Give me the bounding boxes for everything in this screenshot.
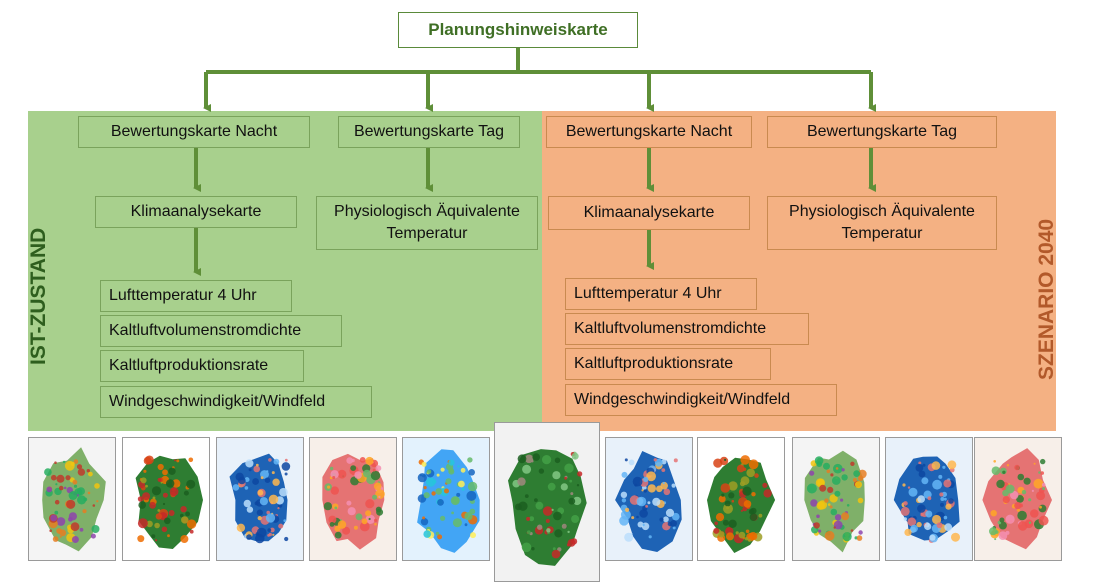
ist-pet-line2: Temperatur: [386, 225, 468, 242]
sz-item-kaltluftproduktionsrate: Kaltluftproduktionsrate: [565, 348, 771, 380]
map-ist-bewertung-nacht-map-image: [29, 438, 115, 560]
planungshinweiskarte-title: Planungshinweiskarte: [398, 12, 638, 48]
map-ist-lufttemperatur-map-image: [217, 438, 303, 560]
sz-bewertungskarte-tag: Bewertungskarte Tag: [767, 116, 997, 148]
map-ist-kaltluftvolumenstrom-map-image: [310, 438, 396, 560]
map-sz-kaltluftproduktion-map-image: [886, 438, 972, 560]
map-sz-bewertung-nacht-thumbnail: [792, 437, 880, 561]
ist-bewertungskarte-tag: Bewertungskarte Tag: [338, 116, 520, 148]
sz-bewertungskarte-nacht: Bewertungskarte Nacht: [546, 116, 752, 148]
map-ist-kaltluftvolumenstrom-thumbnail: [309, 437, 397, 561]
sz-pet-line1: Physiologisch Äquivalente: [789, 203, 975, 221]
sz-item-lufttemperatur: Lufttemperatur 4 Uhr: [565, 278, 757, 310]
map-sz-bewertung-tag-thumbnail: [697, 437, 785, 561]
ist-pet-line1: Physiologisch Äquivalente: [334, 203, 520, 221]
ist-physiologisch-aequivalente-temperatur: Physiologisch Äquivalente Temperatur: [316, 196, 538, 250]
ist-zustand-label: IST-ZUSTAND: [27, 227, 50, 365]
ist-klimaanalysekarte: Klimaanalysekarte: [95, 196, 297, 228]
map-sz-kaltluftvolumenstrom-map-image: [975, 438, 1061, 560]
map-ist-bewertung-tag-thumbnail: [122, 437, 210, 561]
sz-item-kaltluftvolumenstromdichte: Kaltluftvolumenstromdichte: [565, 313, 809, 345]
ist-item-windgeschwindigkeit: Windgeschwindigkeit/Windfeld: [100, 386, 372, 418]
sz-pet-line2: Temperatur: [841, 225, 923, 242]
ist-item-lufttemperatur: Lufttemperatur 4 Uhr: [100, 280, 292, 312]
szenario-2040-label: SZENARIO 2040: [1035, 218, 1058, 380]
ist-bewertungskarte-nacht: Bewertungskarte Nacht: [78, 116, 310, 148]
map-sz-kaltluftproduktion-thumbnail: [885, 437, 973, 561]
map-sz-bewertung-tag-map-image: [698, 438, 784, 560]
map-sz-lufttemperatur-map-image: [606, 438, 692, 560]
map-planungshinweiskarte-thumbnail: [494, 422, 600, 582]
map-sz-bewertung-nacht-map-image: [793, 438, 879, 560]
map-ist-bewertung-nacht-thumbnail: [28, 437, 116, 561]
map-ist-kaltluftproduktion-thumbnail: [402, 437, 490, 561]
map-sz-lufttemperatur-thumbnail: [605, 437, 693, 561]
sz-klimaanalysekarte: Klimaanalysekarte: [548, 196, 750, 230]
sz-physiologisch-aequivalente-temperatur: Physiologisch Äquivalente Temperatur: [767, 196, 997, 250]
map-ist-bewertung-tag-map-image: [123, 438, 209, 560]
map-planungshinweiskarte-map-image: [495, 423, 599, 581]
map-ist-lufttemperatur-thumbnail: [216, 437, 304, 561]
map-ist-kaltluftproduktion-map-image: [403, 438, 489, 560]
map-sz-kaltluftvolumenstrom-thumbnail: [974, 437, 1062, 561]
ist-item-kaltluftvolumenstromdichte: Kaltluftvolumenstromdichte: [100, 315, 342, 347]
sz-item-windgeschwindigkeit: Windgeschwindigkeit/Windfeld: [565, 384, 837, 416]
ist-item-kaltluftproduktionsrate: Kaltluftproduktionsrate: [100, 350, 304, 382]
